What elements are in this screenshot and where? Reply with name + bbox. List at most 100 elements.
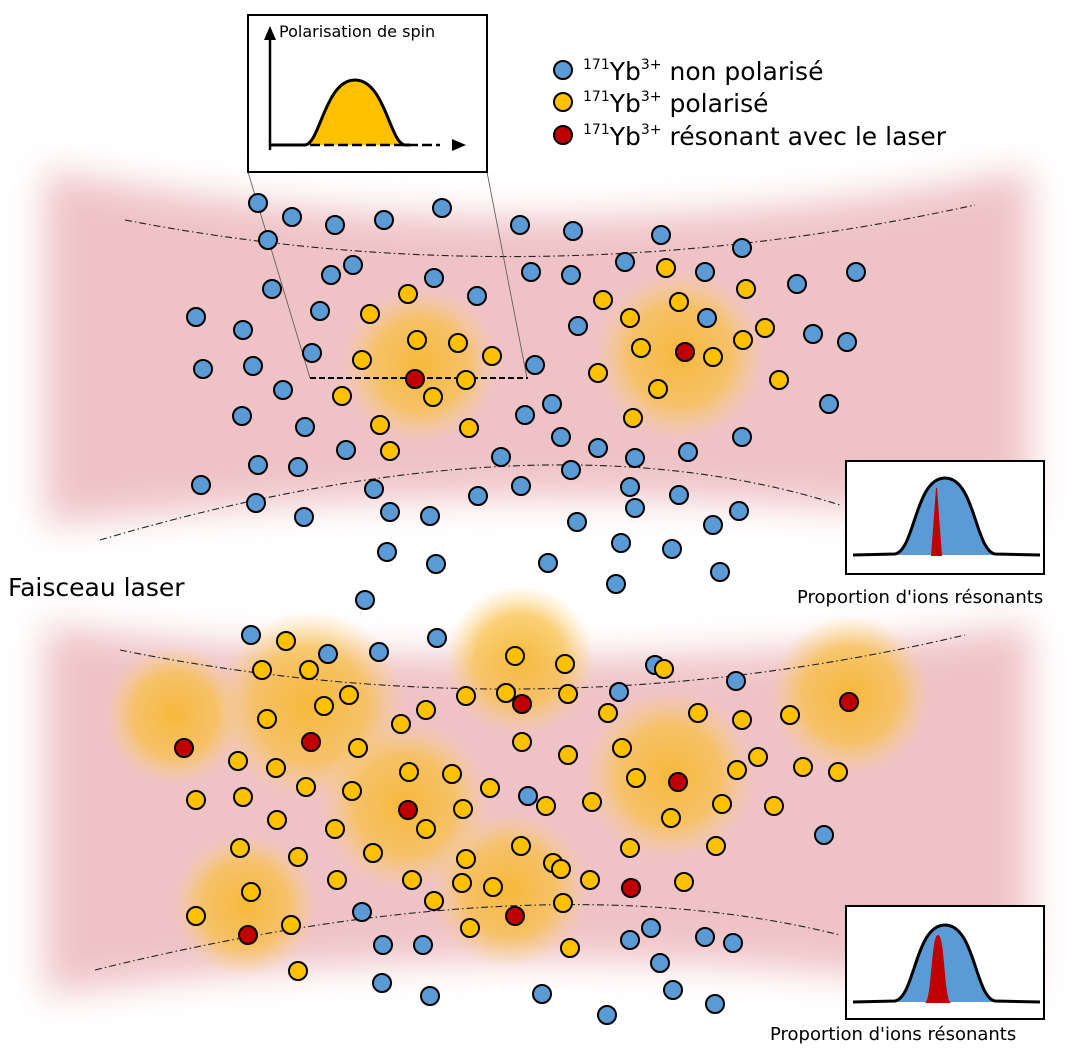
ion-unpolarized: [597, 1005, 617, 1025]
ion-unpolarized: [294, 507, 314, 527]
ion-unpolarized: [561, 265, 581, 285]
ion-polarized: [560, 938, 580, 958]
ion-polarized: [755, 318, 775, 338]
histogram-outline: [852, 923, 1041, 1004]
legend-marker-resonant: [553, 125, 573, 145]
ion-polarized: [459, 418, 479, 438]
ion-unpolarized: [697, 308, 717, 328]
ion-polarized: [360, 304, 380, 324]
ion-polarized: [380, 441, 400, 461]
ion-unpolarized: [561, 460, 581, 480]
ion-polarized: [669, 292, 689, 312]
ion-unpolarized: [620, 477, 640, 497]
ion-polarized: [656, 258, 676, 278]
ion-polarized: [733, 330, 753, 350]
ion-unpolarized: [241, 625, 261, 645]
ion-polarized: [712, 794, 732, 814]
ion-polarized: [612, 738, 632, 758]
ion-polarized: [496, 683, 516, 703]
ion-polarized: [580, 870, 600, 890]
ion-unpolarized: [282, 207, 302, 227]
ion-unpolarized: [318, 644, 338, 664]
histogram-caption-bottom: Proportion d'ions résonants: [770, 1024, 1016, 1045]
ion-polarized: [452, 873, 472, 893]
legend-label-polarized: polarisé: [669, 89, 768, 118]
ion-unpolarized: [678, 442, 698, 462]
ion-polarized: [257, 709, 277, 729]
ion-unpolarized: [732, 427, 752, 447]
ion-unpolarized: [515, 405, 535, 425]
ion-resonant: [398, 800, 418, 820]
resonant-histogram-top: Proportion d'ions résonants: [797, 460, 1045, 608]
ion-unpolarized: [837, 332, 857, 352]
ion-unpolarized: [620, 930, 640, 950]
spin-polarization-inset: Polarisation de spin: [247, 14, 488, 173]
ion-unpolarized: [325, 215, 345, 235]
ion-resonant: [174, 738, 194, 758]
ion-polarized: [402, 870, 422, 890]
legend-label-unpolarized: non polarisé: [669, 57, 823, 86]
svg-text:171Yb3+ résonant avec le laser: 171Yb3+ résonant avec le laser: [583, 122, 947, 151]
ion-unpolarized: [662, 539, 682, 559]
ion-unpolarized: [538, 553, 558, 573]
ion-unpolarized: [511, 476, 531, 496]
ion-unpolarized: [650, 953, 670, 973]
ion-unpolarized: [532, 984, 552, 1004]
ion-polarized: [736, 279, 756, 299]
ion-unpolarized: [551, 427, 571, 447]
ion-resonant: [675, 342, 695, 362]
ion-polarized: [288, 961, 308, 981]
ion-unpolarized: [615, 252, 635, 272]
ion-polarized: [398, 284, 418, 304]
ion-polarized: [276, 631, 296, 651]
ion-unpolarized: [609, 682, 629, 702]
ion-unpolarized: [625, 448, 645, 468]
ion-unpolarized: [413, 935, 433, 955]
waist-line-top-lower: [99, 464, 841, 541]
svg-text:171Yb3+ polarisé: 171Yb3+ polarisé: [583, 89, 769, 118]
ion-polarized: [558, 684, 578, 704]
ion-unpolarized: [669, 485, 689, 505]
ion-polarized: [480, 778, 500, 798]
inset-curve-fill: [305, 80, 405, 145]
legend-item-polarized: 171Yb3+ polarisé: [553, 89, 769, 118]
ion-unpolarized: [723, 933, 743, 953]
ion-polarized: [623, 408, 643, 428]
ion-polarized: [555, 654, 575, 674]
ion-polarized: [423, 387, 443, 407]
ion-unpolarized: [426, 554, 446, 574]
polarization-glow: [585, 690, 755, 860]
ion-polarized: [442, 764, 462, 784]
ion-unpolarized: [695, 262, 715, 282]
ion-polarized: [588, 363, 608, 383]
ion-unpolarized: [641, 918, 661, 938]
ion-unpolarized: [232, 406, 252, 426]
ion-polarized: [267, 810, 287, 830]
waist-line-top-upper: [124, 204, 976, 258]
histogram-resonant-peak: [925, 935, 951, 1003]
ion-unpolarized: [248, 193, 268, 213]
ion-unpolarized: [567, 512, 587, 532]
beam-label: Faisceau laser: [8, 573, 185, 602]
ion-polarized: [631, 338, 651, 358]
ion-unpolarized: [814, 825, 834, 845]
ion-polarized: [352, 350, 372, 370]
ion-polarized: [661, 808, 681, 828]
ion-polarized: [482, 346, 502, 366]
ion-polarized: [391, 714, 411, 734]
ion-polarized: [407, 330, 427, 350]
ion-unpolarized: [606, 574, 626, 594]
legend-element: Yb: [609, 57, 641, 86]
ion-unpolarized: [432, 198, 452, 218]
ion-unpolarized: [427, 628, 447, 648]
polarization-glow: [342, 287, 498, 443]
ion-unpolarized: [611, 533, 631, 553]
ion-polarized: [793, 757, 813, 777]
histogram-caption-top: Proportion d'ions résonants: [797, 587, 1043, 608]
polarization-glow: [173, 833, 317, 977]
ion-unpolarized: [186, 307, 206, 327]
ion-polarized: [769, 370, 789, 390]
ion-unpolarized: [726, 671, 746, 691]
histogram-outline: [852, 476, 1041, 557]
